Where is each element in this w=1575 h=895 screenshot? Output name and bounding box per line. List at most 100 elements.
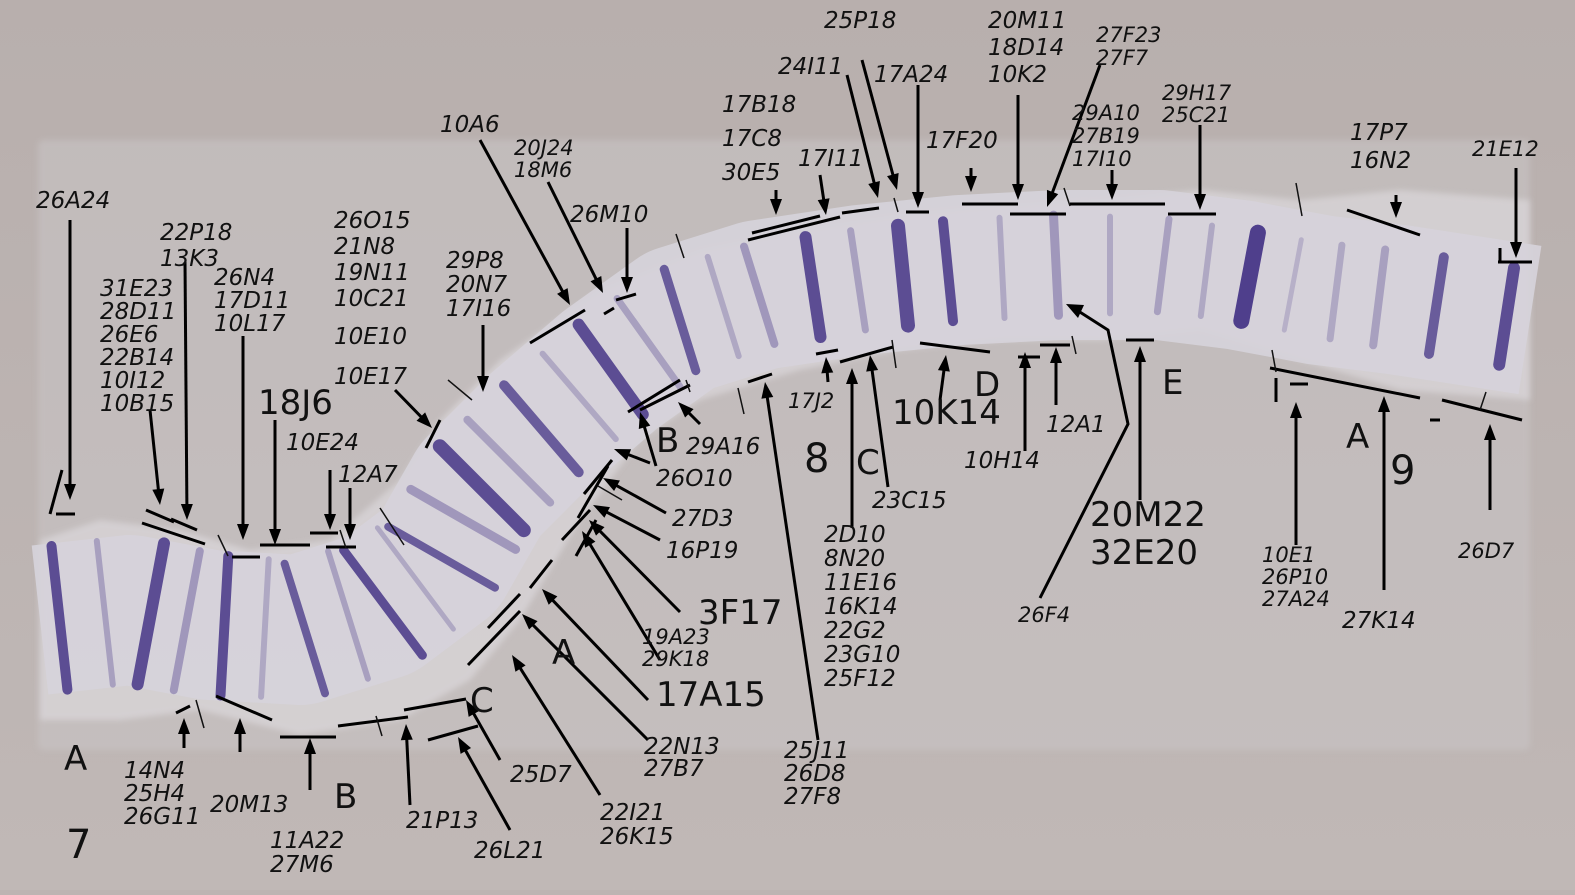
arrow-line: [593, 524, 682, 614]
arrow-head: [770, 199, 782, 215]
arrow-line: [404, 731, 412, 806]
boundary-mark: [893, 197, 899, 213]
clone-label-11a22: 11A22: [270, 828, 344, 854]
arrow-head: [178, 718, 190, 734]
arrow-head: [590, 275, 603, 293]
clone-label-26n4: 26N4: [214, 265, 275, 291]
clone-label-26d7: 26D7: [1458, 539, 1515, 563]
tick-bar: [576, 465, 610, 519]
clone-label-17a15: 17A15: [656, 675, 766, 715]
clone-label-26m10: 26M10: [570, 202, 648, 228]
clone-label-12a7: 12A7: [338, 462, 398, 488]
region-letter-e: E: [1162, 363, 1183, 403]
clone-label-18m6: 18M6: [514, 158, 572, 182]
region-letter-a: A: [64, 739, 87, 779]
arrow-head: [868, 181, 880, 198]
clone-label-22g2: 22G2: [824, 618, 886, 644]
chromosome-band: [1281, 237, 1304, 333]
clone-label-22b14: 22B14: [100, 345, 174, 371]
arrow-head: [912, 192, 924, 208]
arrow-head: [304, 738, 316, 754]
arrow-head: [1106, 184, 1118, 200]
clone-label-26o10: 26O10: [656, 466, 733, 492]
clone-label-2d10: 2D10: [824, 522, 886, 548]
clone-label-16n2: 16N2: [1350, 148, 1411, 174]
region-letter-c: C: [856, 443, 880, 483]
clone-label-26f4: 26F4: [1018, 603, 1070, 627]
arrow-head: [866, 355, 879, 372]
clone-label-27f8: 27F8: [784, 784, 841, 810]
boundary-mark: [1479, 391, 1487, 411]
arrow-line: [860, 59, 897, 183]
arrow-head: [1046, 189, 1059, 207]
boundary-mark: [597, 485, 623, 501]
chromosome-band: [325, 548, 371, 682]
arrow-head: [1510, 242, 1522, 258]
arrow-head: [846, 368, 858, 384]
boundary-mark: [737, 387, 745, 415]
arrow-head: [1290, 402, 1302, 418]
clone-label-30e5: 30E5: [722, 160, 780, 186]
arrow-head: [64, 484, 76, 500]
clone-label-17f20: 17F20: [926, 128, 998, 154]
chromosome-band: [938, 216, 958, 327]
boundary-mark: [1295, 182, 1303, 217]
arrow-line: [468, 706, 502, 761]
chromosome-band: [1153, 215, 1173, 316]
arrow-line: [609, 480, 667, 515]
arrow-head: [1194, 194, 1206, 210]
tick-bar: [747, 215, 841, 242]
arrow-head: [152, 488, 165, 505]
clone-label-20m11: 20M11: [988, 8, 1066, 34]
clone-label-27b19: 27B19: [1072, 124, 1140, 148]
arrow-head: [1012, 184, 1024, 200]
boundary-mark: [195, 699, 205, 729]
clone-label-25h4: 25H4: [124, 781, 185, 807]
arrow-head: [887, 172, 899, 190]
arrow-line: [148, 409, 161, 498]
clone-label-26a24: 26A24: [36, 188, 110, 214]
arrow-head: [416, 412, 432, 428]
chromosome-band: [131, 537, 170, 691]
arrow-head: [821, 357, 834, 374]
clone-label-26p10: 26P10: [1262, 565, 1328, 589]
chromosome-bands: [46, 210, 1520, 701]
region-letter-b: B: [656, 421, 679, 461]
clone-label-11e16: 11E16: [824, 570, 897, 596]
arrow-head: [477, 376, 489, 392]
clone-label-10a6: 10A6: [440, 112, 500, 138]
clone-label-14n4: 14N4: [124, 758, 185, 784]
clone-label-16p19: 16P19: [666, 538, 738, 564]
tick-bar: [424, 419, 442, 449]
arrow-head: [512, 655, 526, 672]
clone-label-23c15: 23C15: [872, 488, 947, 514]
tick-bar: [529, 308, 586, 345]
chromosome-band: [1424, 252, 1449, 359]
clone-label-26k15: 26K15: [600, 824, 674, 850]
arrow-head: [269, 529, 281, 545]
clone-label-10k14: 10K14: [892, 393, 1001, 433]
arrow-head: [965, 176, 977, 192]
arrow-head: [1134, 346, 1146, 362]
arrow-head: [1066, 304, 1084, 318]
clone-label-25d7: 25D7: [510, 762, 572, 788]
chromosome-band: [1197, 222, 1215, 319]
clone-label-21n8: 21N8: [334, 234, 395, 260]
chromosome-band: [847, 227, 869, 334]
chromosome-band: [339, 545, 427, 660]
arrow-head: [400, 724, 413, 741]
arrow-line: [869, 362, 890, 488]
arrow-head: [1484, 424, 1496, 440]
clone-label-27b7: 27B7: [644, 756, 704, 782]
chromosome-band: [432, 439, 531, 538]
tick-bar: [337, 715, 409, 728]
tick-bar: [747, 372, 773, 384]
clone-label-18j6: 18J6: [258, 383, 333, 423]
arrow-line: [478, 139, 568, 299]
boundary-mark: [685, 379, 691, 393]
arrow-line: [526, 618, 650, 742]
clone-label-26l21: 26L21: [474, 838, 545, 864]
chromosome-number-8: 8: [804, 436, 829, 482]
clone-label-12a1: 12A1: [1046, 412, 1106, 438]
chromosome-band: [499, 380, 584, 478]
